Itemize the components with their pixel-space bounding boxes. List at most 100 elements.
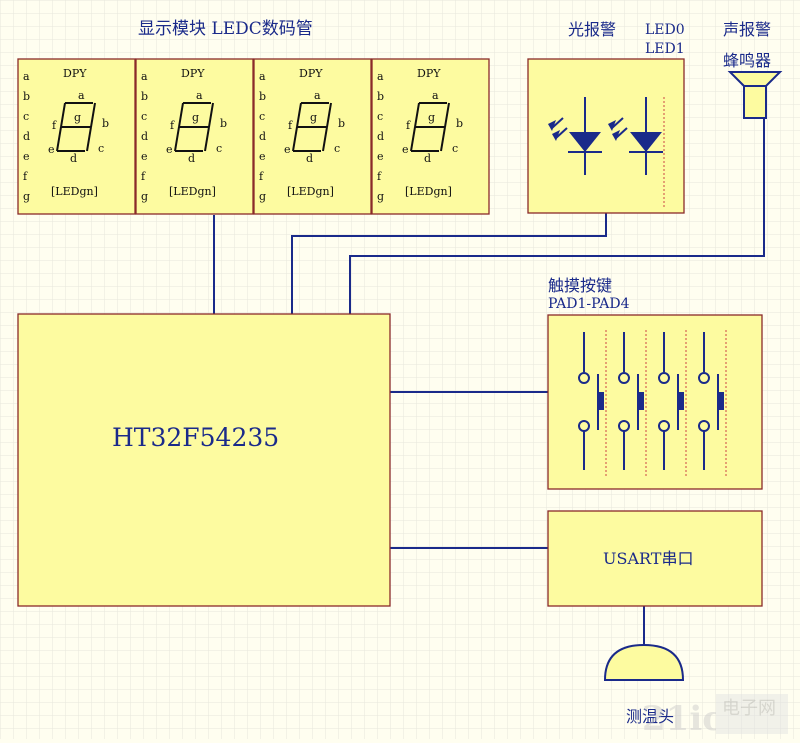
- light-alarm-block: [527, 58, 685, 214]
- segment-e: [56, 126, 62, 152]
- pin-label-a: a: [259, 70, 266, 83]
- pin-label-g: g: [259, 190, 266, 203]
- segment-label-e: e: [284, 143, 291, 156]
- digit-title: DPY: [417, 67, 441, 80]
- pin-label-g: g: [141, 190, 148, 203]
- segment-label-f: f: [52, 119, 57, 132]
- digit-title: DPY: [299, 67, 323, 80]
- led-diode-2: [608, 97, 663, 175]
- segment-c: [86, 126, 92, 152]
- pin-label-a: a: [23, 70, 30, 83]
- pin-label-e: e: [23, 150, 30, 163]
- pad-actuator: [639, 392, 644, 410]
- pin-label-e: e: [259, 150, 266, 163]
- buzzer-icon: [727, 71, 783, 119]
- uart-block: [547, 510, 763, 607]
- segment-f: [178, 102, 184, 128]
- digit-4-block: [371, 58, 490, 215]
- watermark-text: 电子网: [722, 698, 776, 719]
- pin-label-c: c: [377, 110, 383, 123]
- segment-e: [410, 126, 416, 152]
- light-alarm-title: 光报警: [568, 20, 616, 39]
- watermark-logo: 21ic: [642, 699, 723, 739]
- segment-label-e: e: [166, 143, 173, 156]
- segment-label-e: e: [48, 143, 55, 156]
- segment-b: [326, 102, 332, 128]
- led-diode-1: [548, 97, 602, 175]
- mcu-label: HT32F54235: [112, 423, 279, 452]
- mcu-block: [17, 313, 391, 607]
- digit-title: DPY: [181, 67, 205, 80]
- pin-label-b: b: [377, 90, 384, 103]
- digit-title: DPY: [63, 67, 87, 80]
- touch-keys-title: 触摸按键: [548, 276, 612, 295]
- digit-3-block: [253, 58, 372, 215]
- segment-label-g: g: [192, 111, 199, 124]
- pin-label-g: g: [377, 190, 384, 203]
- segment-label-d: d: [188, 152, 195, 165]
- watermark-box: [716, 694, 788, 734]
- segment-f: [414, 102, 420, 128]
- pad-contact-top: [618, 372, 630, 384]
- seven-segment-display-group: DPYabcdefgabcdefg[LEDgn]DPYabcdefgabcdef…: [17, 58, 490, 215]
- led0-label: LED0: [645, 22, 685, 38]
- segment-label-c: c: [334, 142, 340, 155]
- segment-b: [444, 102, 450, 128]
- pin-label-d: d: [23, 130, 30, 143]
- touch-pad-1: [578, 330, 607, 476]
- digit-footer: [LEDgn]: [51, 185, 98, 198]
- segment-c: [440, 126, 446, 152]
- pad-contact-top: [658, 372, 670, 384]
- segment-label-a: a: [314, 89, 321, 102]
- connection-wires: [213, 118, 765, 645]
- segment-f: [296, 102, 302, 128]
- touch-pad-4: [698, 330, 727, 476]
- pin-label-d: d: [377, 130, 384, 143]
- segment-label-a: a: [432, 89, 439, 102]
- pin-label-d: d: [141, 130, 148, 143]
- pad-contact-top: [578, 372, 590, 384]
- touch-keys-subtitle: PAD1-PAD4: [548, 296, 630, 312]
- digit-footer: [LEDgn]: [405, 185, 452, 198]
- touch-pad-2: [618, 330, 647, 476]
- pin-label-f: f: [141, 170, 146, 183]
- pin-label-g: g: [23, 190, 30, 203]
- pin-label-f: f: [259, 170, 264, 183]
- pin-label-b: b: [23, 90, 30, 103]
- pin-label-f: f: [23, 170, 28, 183]
- segment-e: [174, 126, 180, 152]
- touch-keys-block: [547, 314, 763, 490]
- digit-1-block: [17, 58, 136, 215]
- wire-buzzer-mcu: [349, 118, 765, 314]
- segment-label-b: b: [456, 117, 463, 130]
- segment-c: [322, 126, 328, 152]
- sound-alarm-title: 声报警: [723, 20, 771, 39]
- pin-label-e: e: [141, 150, 148, 163]
- segment-label-b: b: [338, 117, 345, 130]
- pin-label-c: c: [23, 110, 29, 123]
- segment-label-c: c: [98, 142, 104, 155]
- pin-label-c: c: [141, 110, 147, 123]
- digit-footer: [LEDgn]: [287, 185, 334, 198]
- pin-label-a: a: [377, 70, 384, 83]
- segment-label-d: d: [70, 152, 77, 165]
- uart-label: USART串口: [603, 549, 693, 568]
- segment-label-g: g: [428, 111, 435, 124]
- pin-label-a: a: [141, 70, 148, 83]
- led1-label: LED1: [645, 41, 685, 57]
- watermark: 21ic 电子网: [642, 694, 788, 739]
- segment-label-g: g: [74, 111, 81, 124]
- pin-label-c: c: [259, 110, 265, 123]
- buzzer-label: 蜂鸣器: [723, 51, 771, 70]
- segment-label-d: d: [424, 152, 431, 165]
- segment-label-a: a: [196, 89, 203, 102]
- segment-label-c: c: [216, 142, 222, 155]
- pin-label-b: b: [141, 90, 148, 103]
- pad-actuator: [679, 392, 684, 410]
- pin-label-e: e: [377, 150, 384, 163]
- digit-footer: [LEDgn]: [169, 185, 216, 198]
